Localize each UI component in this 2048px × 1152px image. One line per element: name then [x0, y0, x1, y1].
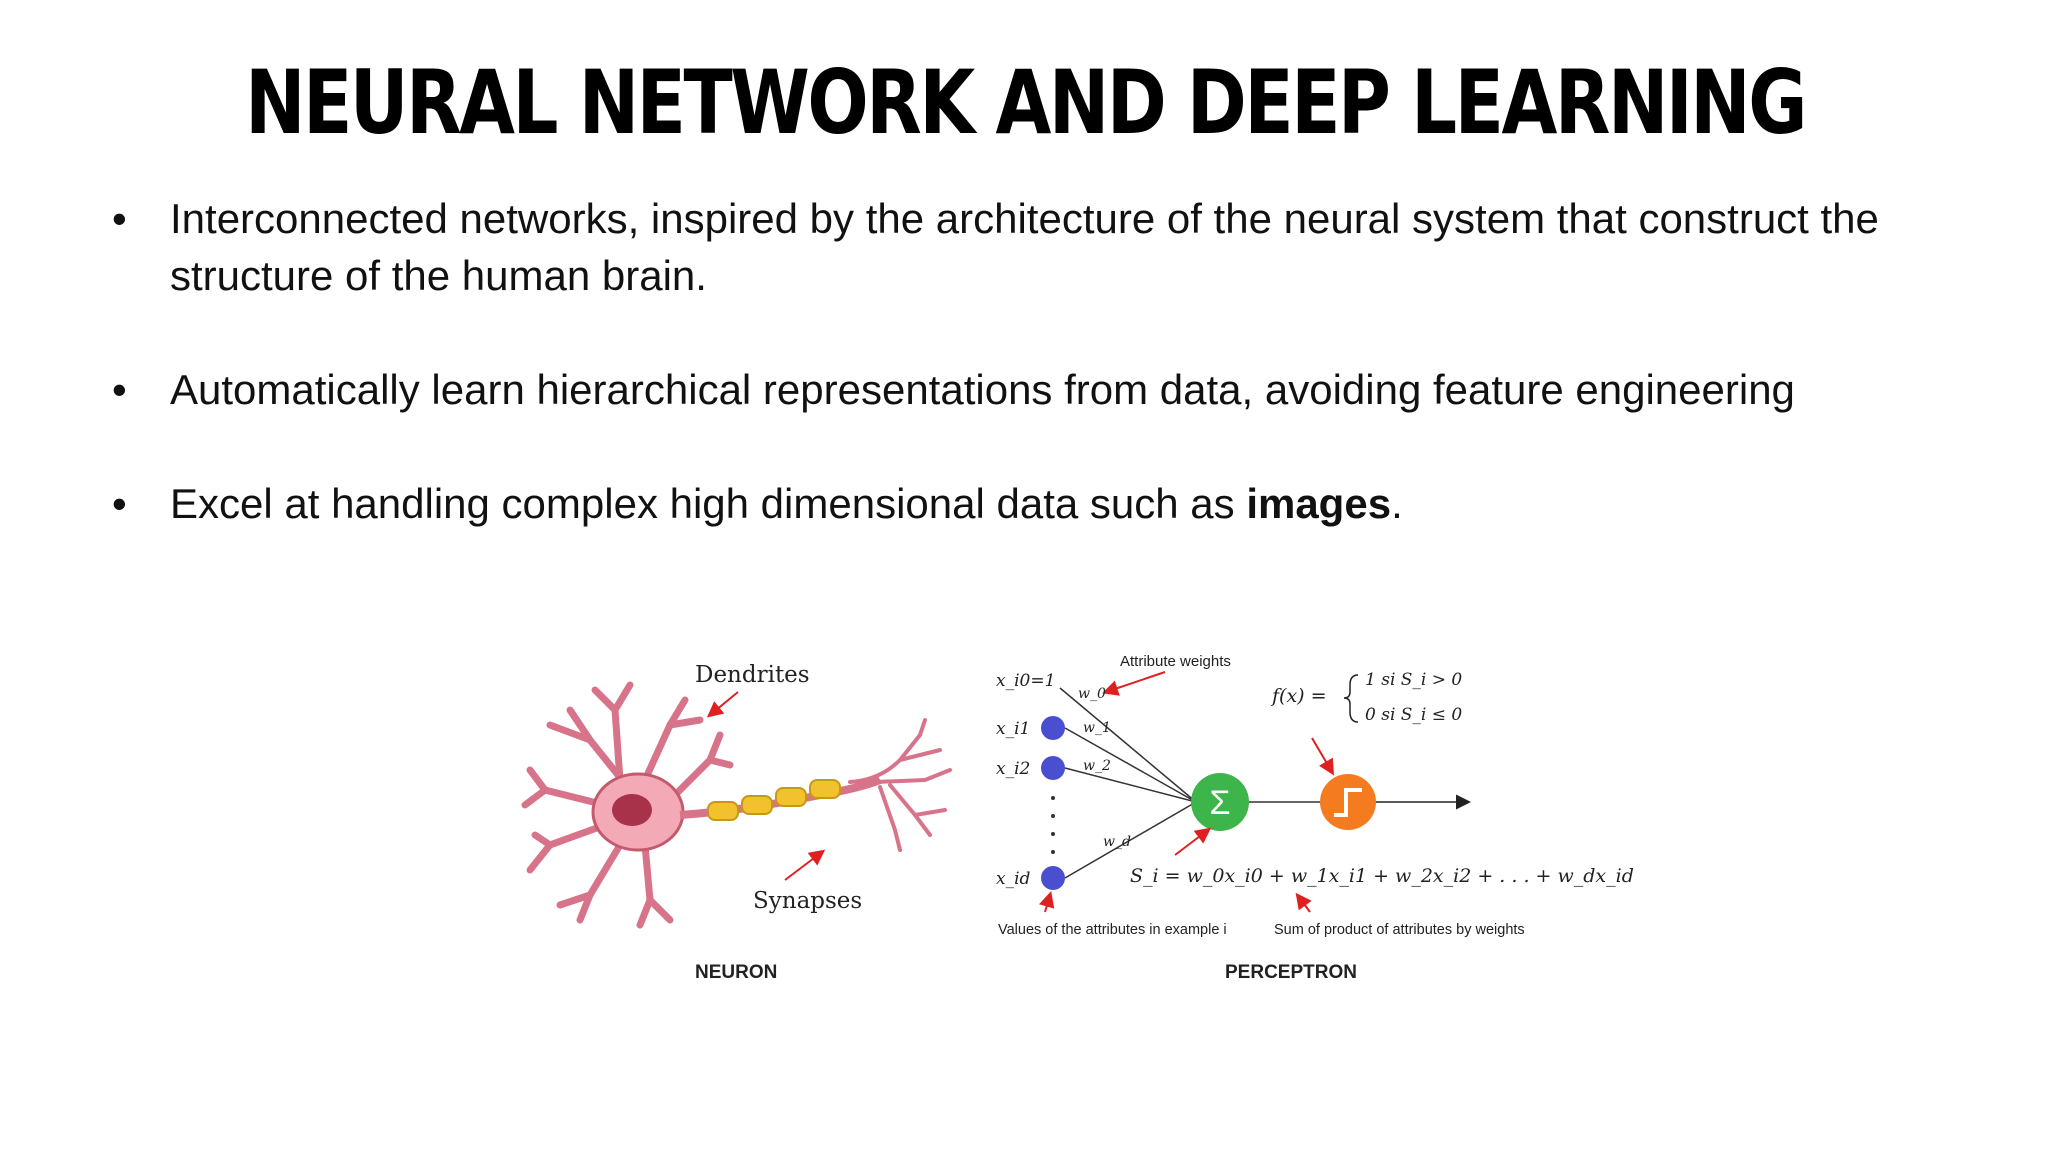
dendrites-arrow — [706, 691, 739, 718]
weight-label-w1: w_1 — [1083, 720, 1111, 736]
bullet-marker: • — [112, 366, 127, 413]
dendrites-label: Dendrites — [695, 662, 810, 688]
neuron-nucleus — [612, 794, 652, 826]
step-function-icon — [1334, 788, 1362, 817]
slide-title: NEURAL NETWORK AND DEEP LEARNING — [245, 51, 1807, 154]
axon-terminals — [848, 718, 952, 852]
case-positive: 1 si S_i > 0 — [1365, 670, 1462, 690]
synapses-arrow — [784, 849, 826, 881]
bullet-text-before: Excel at handling complex high dimension… — [170, 480, 1247, 527]
attribute-weights-label: Attribute weights — [1120, 653, 1231, 670]
neuron-perceptron-figure: Dendrites Synapses NEURON Attribute weig… — [520, 630, 1634, 1010]
sum-node — [1191, 773, 1249, 831]
bullet-item: • Excel at handling complex high dimensi… — [110, 475, 1970, 532]
activation-function-label: f(x) = — [1270, 685, 1327, 707]
bullet-text: Interconnected networks, inspired by the… — [170, 195, 1879, 299]
bullet-text: Automatically learn hierarchical represe… — [170, 366, 1795, 413]
bullet-marker: • — [112, 480, 127, 527]
neuron-dendrites — [521, 681, 734, 929]
bullet-bold-word: images — [1246, 480, 1392, 527]
input-node-x2 — [1041, 756, 1065, 780]
input-node-xd — [1041, 866, 1065, 890]
neuron-illustration: Dendrites Synapses NEURON — [521, 662, 952, 983]
synapses-label: Synapses — [753, 888, 862, 914]
sum-label-arrow — [1295, 892, 1312, 913]
case-brace — [1343, 674, 1359, 723]
perceptron-diagram: Attribute weights x_i0=1 x_i1 x_i2 x_id — [996, 653, 1634, 983]
sum-node-arrow — [1174, 827, 1212, 856]
input-node-x1 — [1041, 716, 1065, 740]
sum-formula: S_i = w_0x_i0 + w_1x_i1 + w_2x_i2 + . . … — [1130, 865, 1634, 887]
figure-svg: Dendrites Synapses NEURON Attribute weig… — [521, 653, 1634, 983]
input-label-x2: x_i2 — [996, 759, 1030, 779]
bullet-list: • Interconnected networks, inspired by t… — [110, 190, 1970, 589]
bullet-item: • Interconnected networks, inspired by t… — [110, 190, 1970, 304]
input-label-x1: x_i1 — [996, 719, 1030, 739]
sum-label: Sum of product of attributes by weights — [1274, 922, 1525, 938]
bullet-text-after: . — [1391, 480, 1403, 527]
weight-connections — [1059, 687, 1197, 879]
weight-label-w2: w_2 — [1083, 758, 1111, 774]
weight-label-wd: w_d — [1103, 834, 1131, 850]
values-label: Values of the attributes in example i — [998, 922, 1227, 938]
bullet-item: • Automatically learn hierarchical repre… — [110, 361, 1970, 418]
neuron-caption: NEURON — [695, 962, 777, 983]
myelin-sheaths — [707, 779, 841, 821]
activation-arrow — [1311, 737, 1335, 776]
weight-label-w0: w_0 — [1078, 686, 1106, 702]
input-label-xd: x_id — [996, 869, 1031, 889]
input-ellipsis-dots — [1051, 796, 1055, 854]
bullet-text: Excel at handling complex high dimension… — [170, 480, 1403, 527]
values-arrow — [1038, 891, 1055, 913]
sum-symbol: Σ — [1209, 784, 1230, 822]
bullet-marker: • — [112, 195, 127, 242]
perceptron-caption: PERCEPTRON — [1225, 962, 1357, 983]
case-nonpositive: 0 si S_i ≤ 0 — [1365, 705, 1462, 725]
input-label-x0: x_i0=1 — [996, 671, 1055, 691]
attribute-weights-arrow — [1102, 671, 1166, 696]
